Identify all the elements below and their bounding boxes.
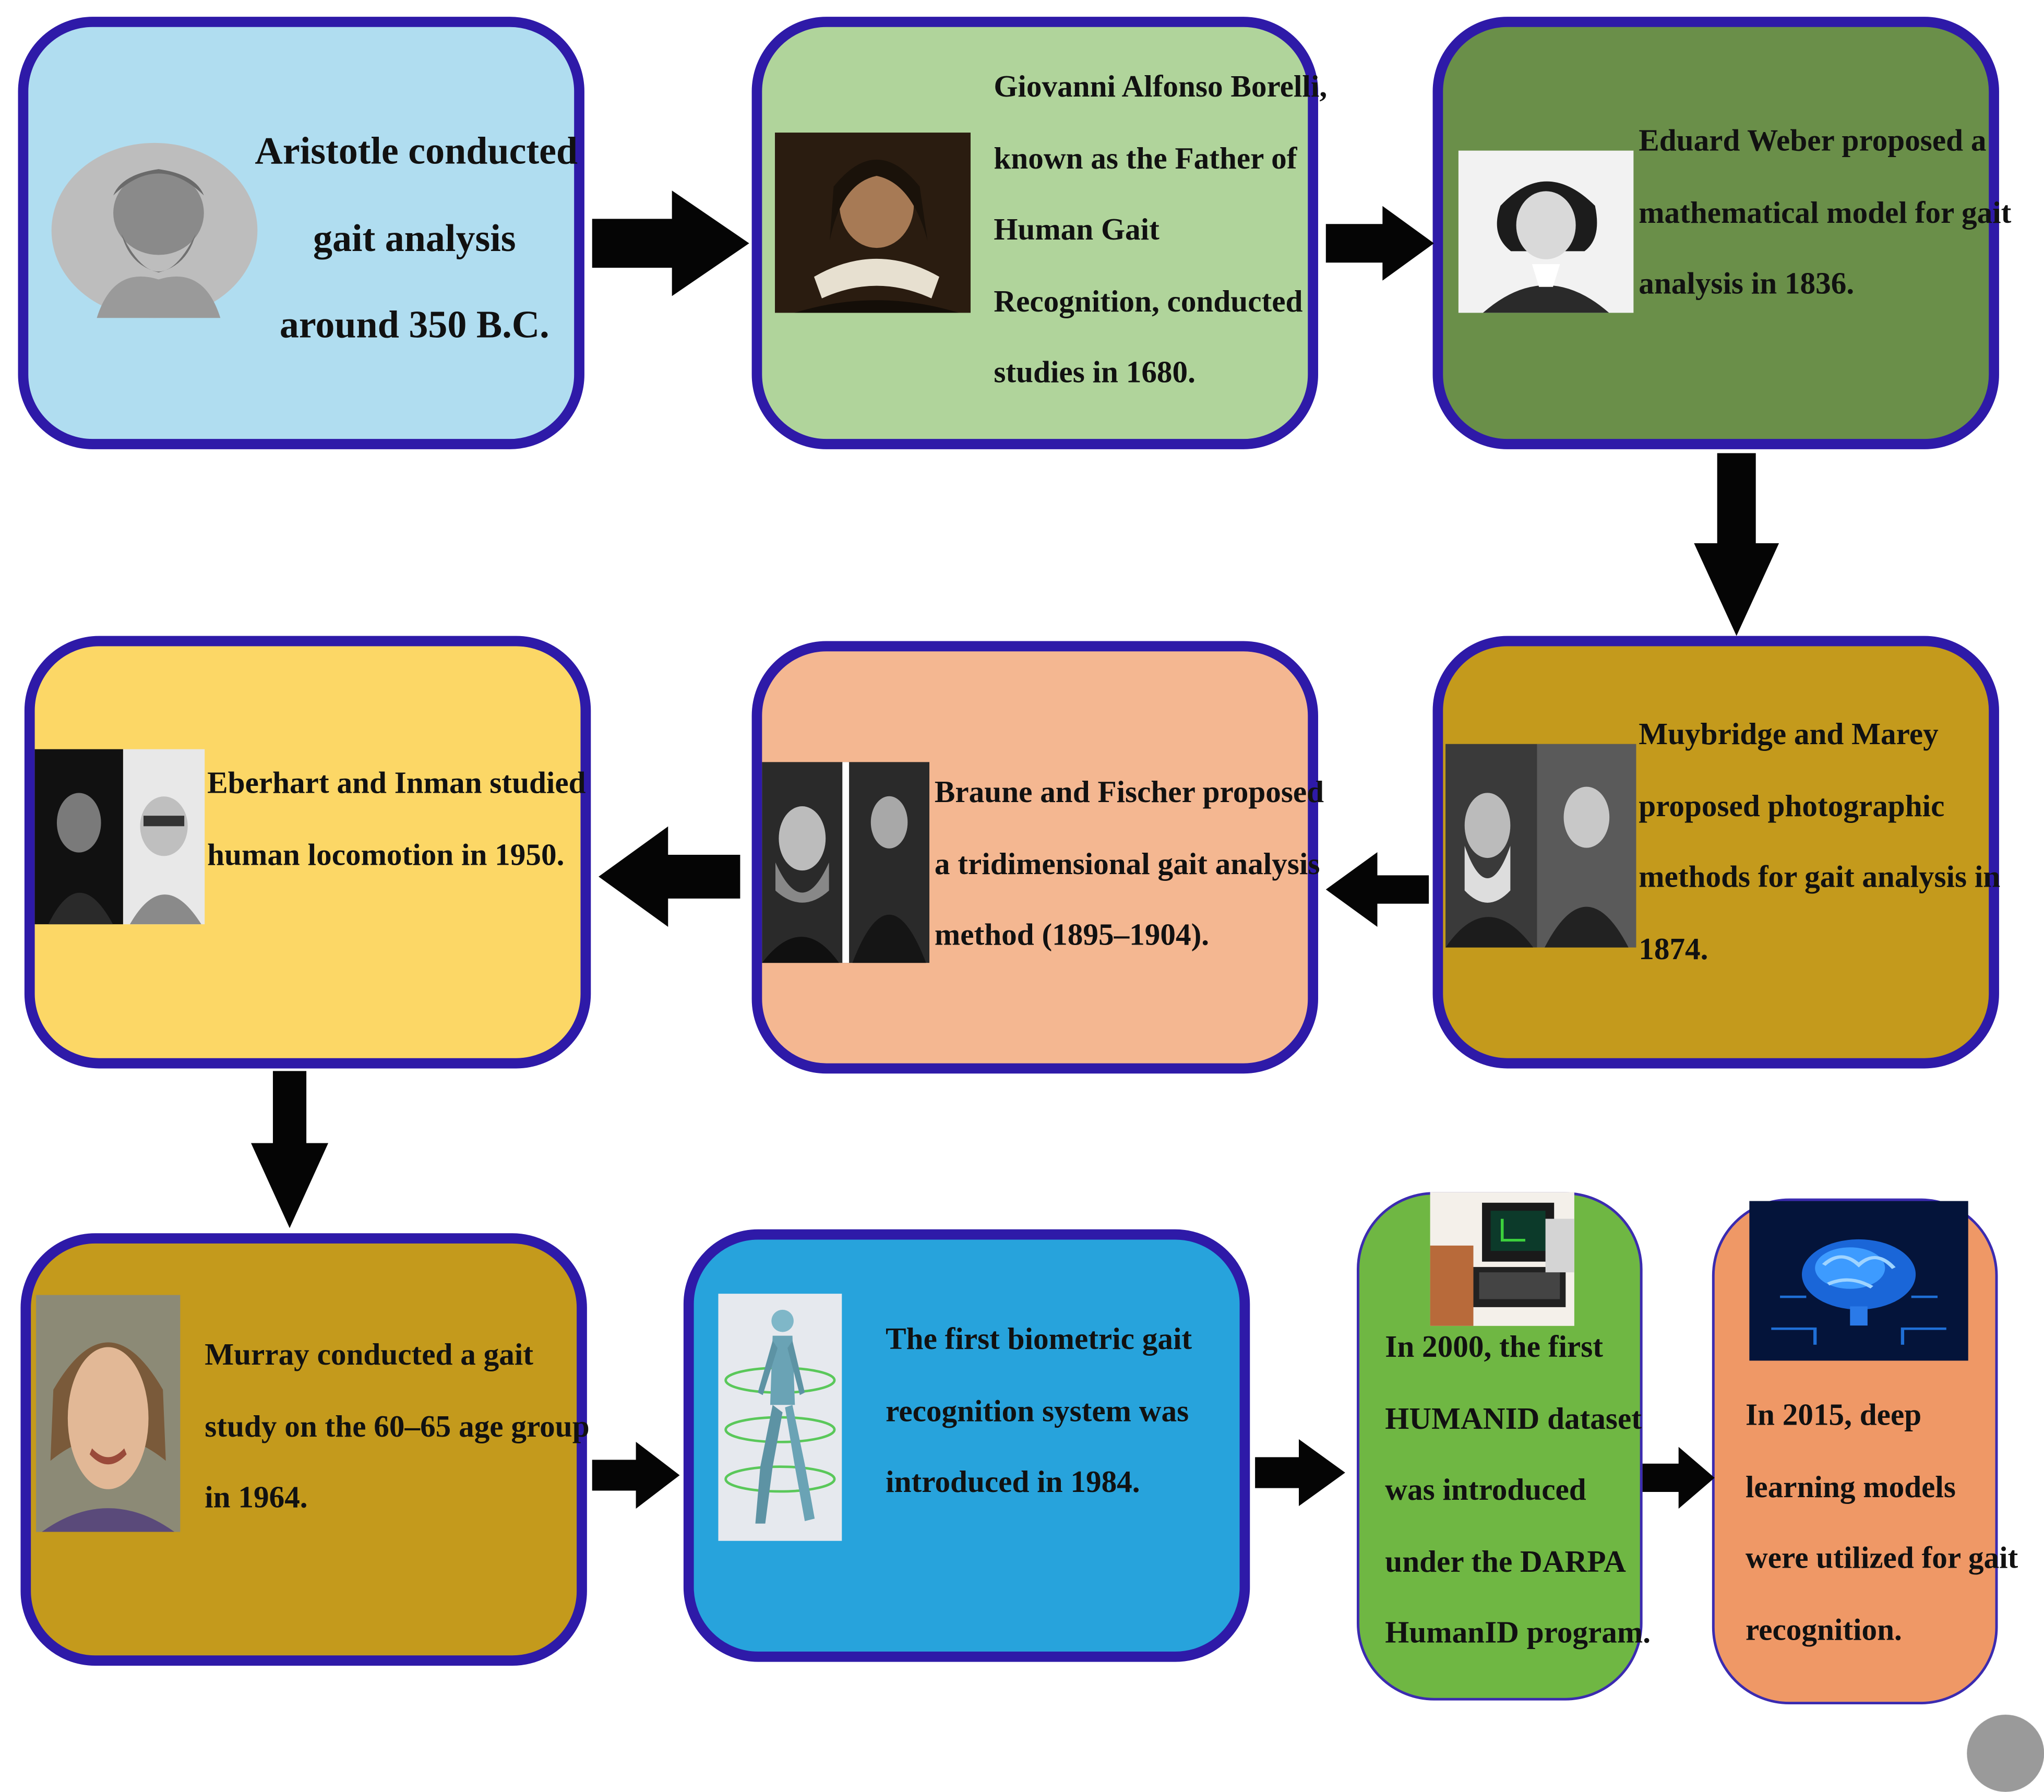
aristotle-bust-image — [51, 142, 258, 318]
deep-learning-line-3: were utilized for gait — [1745, 1542, 2018, 1576]
corner-decoration — [1967, 1714, 2044, 1792]
eberhart-inman-line-2: human locomotion in 1950. — [207, 839, 565, 873]
muybridge-marey-line-1: Muybridge and Marey — [1639, 718, 1939, 752]
eberhart-inman-line-1: Eberhart and Inman studied — [207, 767, 586, 801]
eberhart-inman-portraits-image — [34, 749, 205, 925]
aristotle-line-3: around 350 B.C. — [279, 304, 549, 347]
humanid-line-1: In 2000, the first — [1385, 1331, 1603, 1365]
brain-circuit-image — [1749, 1201, 1968, 1361]
arrow-biometric-to-humanid — [1255, 1439, 1345, 1507]
aristotle-text: Aristotle conducted gait analysis around… — [255, 108, 578, 369]
muybridge-marey-box: Muybridge and Marey proposed photographi… — [1432, 636, 2001, 1069]
borelli-line-3: Human Gait — [994, 213, 1160, 247]
gait-analysis-timeline: Aristotle conducted gait analysis around… — [18, 17, 2044, 1792]
weber-line-2: mathematical model for gait — [1639, 196, 2012, 230]
weber-line-1: Eduard Weber proposed a — [1639, 125, 1987, 159]
braune-fischer-line-1: Braune and Fischer proposed — [934, 776, 1324, 810]
humanid-line-4: under the DARPA — [1385, 1545, 1626, 1579]
walking-figure-image — [718, 1294, 842, 1541]
borelli-line-5: studies in 1680. — [994, 356, 1196, 390]
deep-learning-line-2: learning models — [1745, 1471, 1956, 1504]
borelli-box: Giovanni Alfonso Borelli, known as the F… — [751, 17, 1328, 449]
muybridge-marey-line-3: methods for gait analysis in — [1639, 861, 2001, 895]
braune-fischer-portraits-image — [762, 762, 930, 963]
biometric-text: The first biometric gait recognition sys… — [886, 1305, 1246, 1520]
weber-line-3: analysis in 1836. — [1639, 268, 1855, 302]
braune-fischer-text: Braune and Fischer proposed a tridimensi… — [934, 758, 1324, 973]
braune-fischer-line-2: a tridimensional gait analysis — [934, 847, 1320, 881]
arrow-muybridge-to-braune — [1325, 852, 1429, 927]
borelli-line-4: Recognition, conducted — [994, 285, 1303, 319]
arrow-aristotle-to-borelli — [592, 190, 749, 296]
arrow-braune-to-eberhart — [599, 826, 740, 927]
deep-learning-line-4: recognition. — [1745, 1614, 1902, 1647]
murray-line-3: in 1964. — [205, 1482, 308, 1515]
muybridge-marey-line-2: proposed photographic — [1639, 790, 1945, 823]
arrow-eberhart-to-murray — [251, 1071, 329, 1228]
murray-portrait-image — [36, 1295, 181, 1532]
humanid-line-3: was introduced — [1385, 1474, 1586, 1508]
humanid-line-2: HUMANID dataset — [1385, 1402, 1642, 1436]
borelli-line-1: Giovanni Alfonso Borelli, — [994, 70, 1328, 104]
biometric-line-3: introduced in 1984. — [886, 1466, 1140, 1500]
borelli-portrait-image — [775, 133, 971, 313]
arrow-borelli-to-weber — [1325, 206, 1435, 281]
arrow-murray-to-biometric — [592, 1441, 680, 1509]
muybridge-marey-text: Muybridge and Marey proposed photographi… — [1639, 700, 2001, 986]
borelli-line-2: known as the Father of — [994, 142, 1297, 176]
biometric-line-1: The first biometric gait — [886, 1323, 1192, 1357]
murray-line-1: Murray conducted a gait — [205, 1339, 534, 1372]
weber-text: Eduard Weber proposed a mathematical mod… — [1639, 107, 2012, 321]
deep-learning-line-1: In 2015, deep — [1745, 1399, 1922, 1433]
deep-learning-text: In 2015, deep learning models were utili… — [1745, 1381, 2018, 1667]
murray-line-2: study on the 60–65 age group — [205, 1410, 590, 1444]
braune-fischer-line-3: method (1895–1904). — [934, 919, 1210, 953]
weber-box: Eduard Weber proposed a mathematical mod… — [1432, 17, 2011, 449]
eberhart-inman-box: Eberhart and Inman studied human locomot… — [24, 636, 593, 1069]
aristotle-line-2: gait analysis — [313, 217, 516, 260]
arrow-weber-to-muybridge — [1694, 453, 1779, 636]
computer-lab-image — [1430, 1192, 1574, 1326]
biometric-box: The first biometric gait recognition sys… — [683, 1229, 1250, 1662]
humanid-box: In 2000, the first HUMANID dataset was i… — [1357, 1192, 1651, 1701]
aristotle-line-1: Aristotle conducted — [255, 130, 578, 173]
borelli-text: Giovanni Alfonso Borelli, known as the F… — [994, 53, 1328, 410]
weber-portrait-image — [1458, 150, 1634, 313]
humanid-line-5: HumanID program. — [1385, 1617, 1651, 1651]
eberhart-inman-text: Eberhart and Inman studied human locomot… — [207, 749, 593, 892]
arrow-humanid-to-deep-learning — [1642, 1447, 1715, 1509]
aristotle-box: Aristotle conducted gait analysis around… — [18, 17, 584, 449]
murray-box: Murray conducted a gait study on the 60–… — [20, 1233, 590, 1666]
muybridge-marey-portraits-image — [1445, 744, 1636, 948]
muybridge-marey-line-4: 1874. — [1639, 933, 1708, 966]
murray-text: Murray conducted a gait study on the 60–… — [205, 1321, 591, 1535]
deep-learning-box: In 2015, deep learning models were utili… — [1712, 1198, 2018, 1705]
humanid-text: In 2000, the first HUMANID dataset was i… — [1385, 1313, 1651, 1670]
braune-fischer-box: Braune and Fischer proposed a tridimensi… — [751, 641, 1324, 1074]
biometric-line-2: recognition system was — [886, 1394, 1189, 1428]
